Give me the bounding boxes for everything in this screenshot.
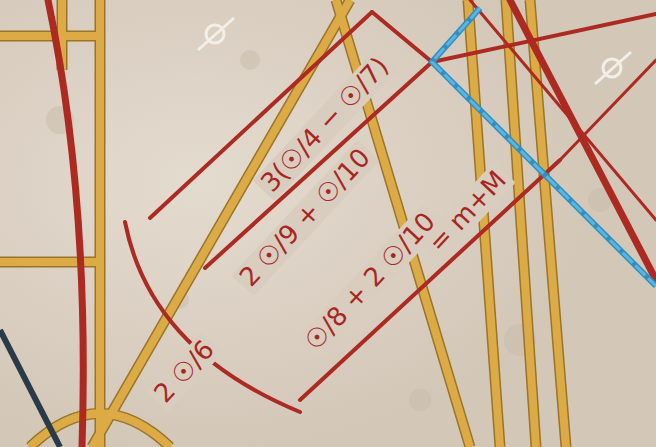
dark-line [0, 330, 60, 447]
red-lines [48, 0, 656, 447]
formula-label: 2 ☉/6 [146, 332, 223, 412]
formula-label: = m+M [420, 162, 515, 261]
phase-symbol [198, 18, 234, 50]
phase-symbol [595, 52, 631, 84]
formula-label: ☉/8 + 2 ☉/10 [296, 204, 444, 360]
yellow-lines [0, 0, 566, 447]
blue-line [432, 8, 656, 286]
